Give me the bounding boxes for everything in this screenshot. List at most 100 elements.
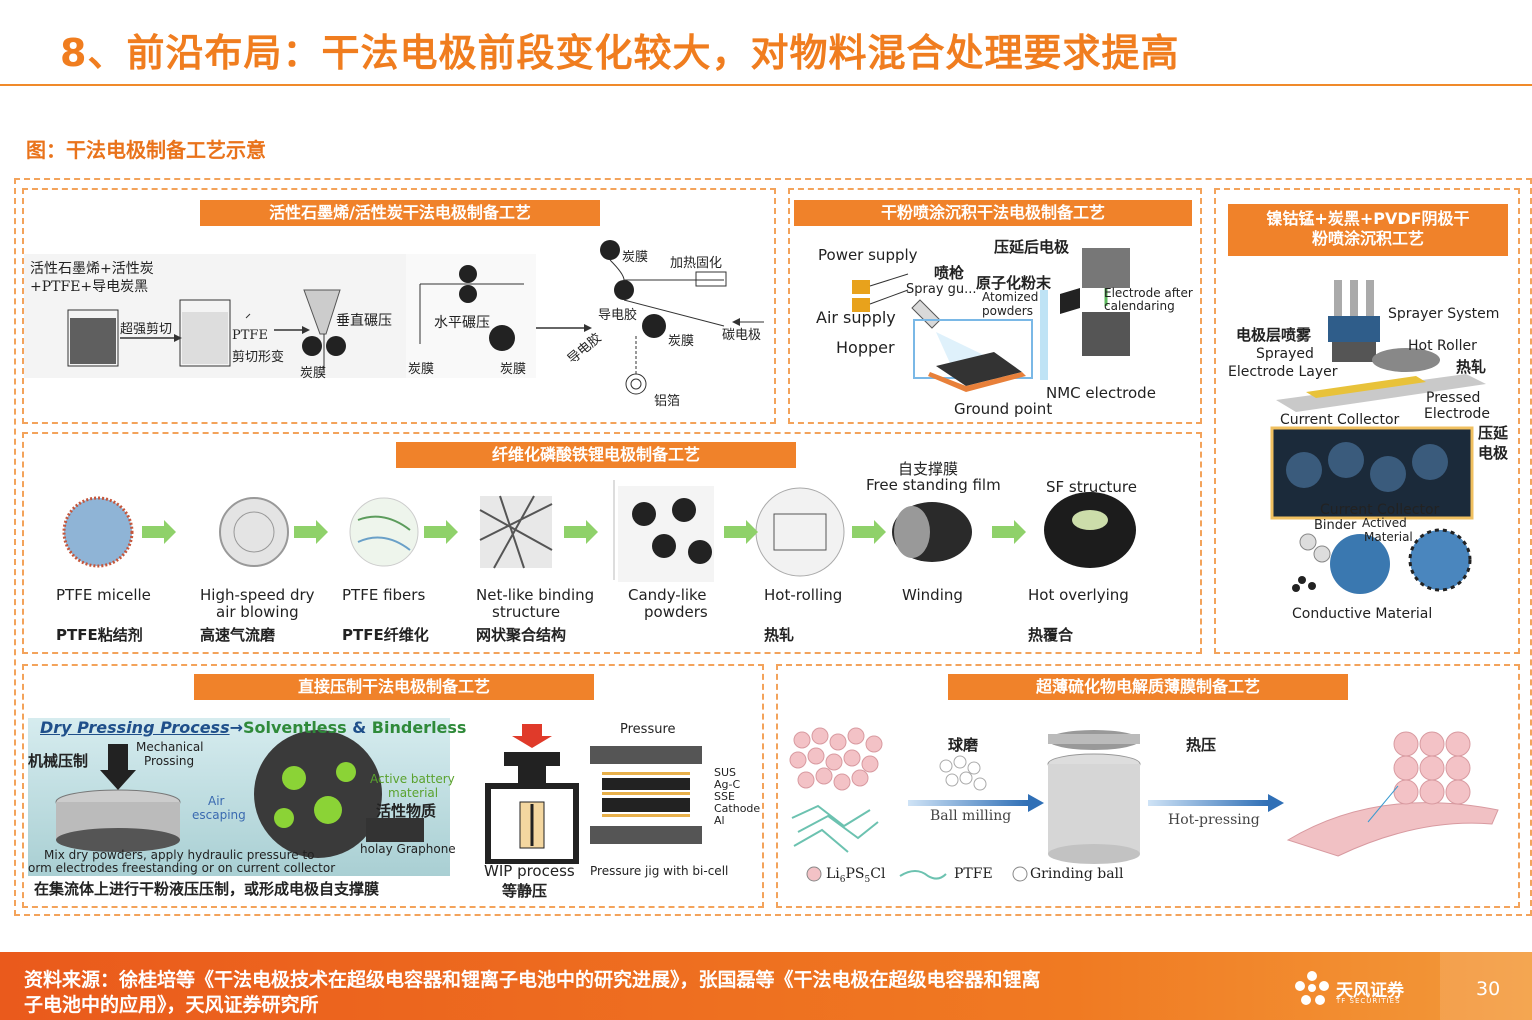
page-number: 30 [1476, 978, 1501, 1000]
label-current-collector-top: Current Collector [1280, 412, 1400, 428]
lfp-step-en: Hot-rolling [764, 586, 843, 604]
wip-press-diagram [485, 724, 579, 864]
label-active-cn: 活性物质 [376, 802, 437, 820]
lfp-step-en: PTFE micelle [56, 586, 151, 604]
icon-ptfe-fibers [349, 497, 419, 567]
spray-deposition-diagram [852, 248, 1130, 392]
lfp-step-6: Hot-rolling 热轧 [764, 586, 914, 644]
legend-li6ps5cl: Li6PS5Cl [826, 866, 886, 885]
pressure-jig-diagram [590, 746, 702, 844]
flow-arrow-icon [294, 520, 328, 544]
lfp-step-en: High-speed dry [200, 586, 315, 604]
legend-ptfe: PTFE [954, 866, 993, 882]
tf-logo-icon [1295, 971, 1329, 1005]
lfp-step-cn: 网状聚合结构 [476, 626, 567, 644]
label-spray-gun-cn: 喷枪 [934, 264, 965, 282]
lfp-step-en: Candy-like [628, 586, 707, 604]
flow-arrow-icon [564, 520, 598, 544]
label-binder: Binder [1314, 518, 1357, 533]
dry-solventless: Solventless [243, 718, 347, 737]
legend-li: Li [826, 866, 840, 882]
lfp-step-7: Winding [902, 586, 1052, 604]
label-hot-roll-cn: 热轧 [1456, 358, 1487, 376]
label-sprayer-system: Sprayer System [1388, 306, 1500, 322]
label-pressed: Pressed [1426, 390, 1481, 406]
label-carbon-film-3: 炭膜 [500, 362, 527, 377]
dry-binderless: Binderless [371, 718, 467, 737]
label-vertical-roll: 垂直碾压 [336, 313, 392, 329]
label-active-2: Material [1364, 530, 1413, 544]
lfp-step-en: Net-like binding [476, 586, 595, 604]
graphene-process-diagram [24, 240, 764, 395]
label-calendered-cn: 压延后电极 [994, 238, 1070, 256]
label-air-en1: Air [208, 794, 225, 808]
panel-graphene-process: 活性石墨烯/活性炭干法电极制备工艺 [22, 188, 776, 424]
label-shear-deform: 剪切形变 [232, 350, 285, 365]
label-horizontal-roll: 水平碾压 [434, 315, 490, 331]
label-wip-cn: 等静压 [502, 882, 548, 900]
label-carbon-film-top: 炭膜 [622, 250, 649, 265]
label-hot-en: Hot-pressing [1168, 812, 1260, 828]
tf-logo-subtext: TF SECURITIES [1336, 997, 1401, 1005]
label-pressure-jig: Pressure jig with bi-cell [590, 864, 729, 878]
flow-arrow-icon [724, 520, 758, 544]
label-atomized-cn: 原子化粉末 [976, 274, 1052, 292]
label-electrode-layer: Electrode Layer [1228, 364, 1338, 380]
lfp-step-en2: air blowing [216, 603, 299, 621]
label-pressure: Pressure [620, 722, 676, 737]
label-hopper: Hopper [836, 338, 895, 357]
icon-candy-powders [618, 486, 714, 582]
panel-graphene-title: 活性石墨烯/活性炭干法电极制备工艺 [200, 200, 600, 226]
graphene-mix-line1: 活性石墨烯+活性炭 [30, 261, 154, 277]
icon-ptfe-micelle [62, 496, 134, 568]
jig-layer-label: SSE [714, 790, 735, 803]
jig-layer-label: Ag-C [714, 778, 741, 791]
label-carbon-film-4: 炭膜 [668, 334, 695, 349]
footer-bar: 资料来源：徐桂培等《干法电极技术在超级电容器和锂离子电池中的研究进展》，张国磊等… [0, 952, 1532, 1020]
panel-press-process: 直接压制干法电极制备工艺 Dry Pressing Process→Solven… [22, 664, 764, 908]
label-cal-cn-1: 压延 [1478, 424, 1509, 442]
lfp-step-en: Hot overlying [1028, 586, 1129, 604]
dry-pressing-title: Dry Pressing Process [40, 718, 230, 737]
lfp-step-en: PTFE fibers [342, 586, 426, 604]
lfp-step-cn: PTFE纤维化 [342, 626, 429, 644]
label-wip: WIP process [484, 862, 575, 880]
page-number-block [1440, 952, 1532, 1020]
label-mix-en1: Mix dry powders, apply hydraulic pressur… [44, 848, 315, 862]
label-active-1: Actived [1362, 516, 1407, 530]
figure-caption: 图：干法电极制备工艺示意 [26, 138, 266, 162]
label-layer-cn: 电极层喷雾 [1236, 326, 1312, 344]
label-power-supply: Power supply [818, 246, 918, 264]
flow-arrow-icon [992, 520, 1026, 544]
panel-lfp-title: 纤维化磷酸铁锂电极制备工艺 [396, 442, 796, 468]
label-spray-gun: Spray gu... [906, 282, 977, 297]
tf-logo-text: 天风证券 [1336, 981, 1404, 1001]
label-carbon-film-2: 炭膜 [408, 362, 435, 377]
panel-sulfide-title: 超薄硫化物电解质薄膜制备工艺 [948, 674, 1348, 700]
panel-nmc-title-line2: 粉喷涂沉积工艺 [1311, 229, 1424, 248]
label-active-en1: Active battery [370, 772, 455, 786]
label-atomized-en1: Atomized [982, 290, 1039, 304]
label-ptfe: PTFE [232, 328, 268, 343]
icon-air-blowing [219, 497, 289, 567]
lfp-step-cn: PTFE粘结剂 [56, 626, 143, 644]
panel-sulfide-process: 超薄硫化物电解质薄膜制备工艺 球磨 热压 B [776, 664, 1520, 908]
legend-grinding-ball: Grinding ball [1030, 866, 1124, 882]
panel-nmc-title-line1: 镍钴锰+炭黑+PVDF阴极干 [1266, 209, 1470, 228]
dry-pressing-image: Dry Pressing Process→Solventless & Binde… [28, 718, 466, 876]
figure-frame [14, 178, 1532, 916]
dry-title-row: Dry Pressing Process→Solventless & Binde… [40, 718, 466, 737]
label-mech-cn: 机械压制 [28, 752, 89, 770]
label-mech-en2: Prossing [144, 754, 195, 768]
label-free-cn: 自支撑膜 [898, 460, 959, 478]
label-atomized-en2: powders [982, 304, 1033, 318]
lfp-step-cn: 热轧 [764, 626, 795, 644]
source-line-1: 资料来源：徐桂培等《干法电极技术在超级电容器和锂离子电池中的研究进展》，张国磊等… [24, 969, 1041, 991]
label-mix-en2: orm electrodes freestanding or on curren… [28, 861, 336, 875]
source-line-2: 子电池中的应用》，天风证券研究所 [24, 994, 319, 1016]
label-electrode: Electrode [1424, 406, 1491, 422]
label-ball-cn: 球磨 [948, 736, 979, 754]
